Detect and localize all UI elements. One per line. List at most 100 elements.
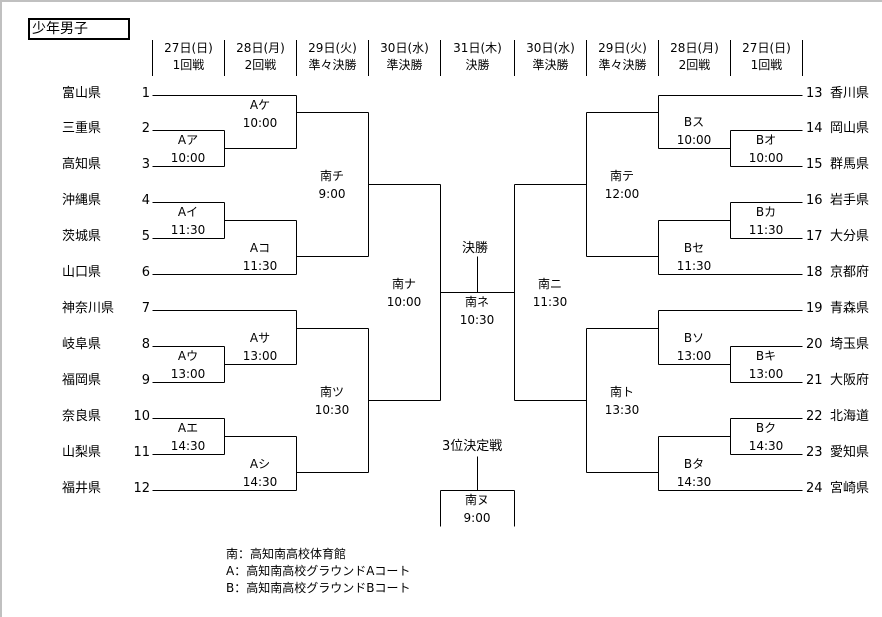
team-seed: 14 xyxy=(806,121,823,136)
match-id: Aウ xyxy=(177,349,199,363)
header-date: 28日(月) xyxy=(670,41,719,55)
header-round: 2回戦 xyxy=(244,58,277,72)
team-seed: 12 xyxy=(133,481,150,496)
team-seed: 21 xyxy=(806,373,823,388)
team-seed: 22 xyxy=(806,409,823,424)
team-name: 高知県 xyxy=(62,157,102,172)
header-separator xyxy=(368,40,369,76)
match-m-na: 南ナ 10:00 xyxy=(368,275,440,311)
team-seed: 11 xyxy=(133,445,150,460)
match-m-te: 南テ 12:00 xyxy=(586,167,658,203)
team-seed: 15 xyxy=(806,157,823,172)
team-seed: 18 xyxy=(806,265,823,280)
header-round: 1回戦 xyxy=(172,58,205,72)
match-time: 10:00 xyxy=(676,133,712,147)
match-time: 11:30 xyxy=(170,223,206,237)
team-seed: 19 xyxy=(806,301,823,316)
match-time: 13:00 xyxy=(242,349,278,363)
match-time: 11:30 xyxy=(532,295,568,309)
match-id: 南ト xyxy=(609,385,634,399)
header-date: 27日(日) xyxy=(164,41,213,55)
team-name: 京都府 xyxy=(830,265,870,280)
team-name: 山梨県 xyxy=(62,445,102,460)
team-name: 奈良県 xyxy=(62,409,102,424)
team-name: 大阪府 xyxy=(830,373,870,388)
match-m-ni: 南ニ 11:30 xyxy=(514,275,586,311)
team-name: 岡山県 xyxy=(830,121,870,136)
team-seed: 3 xyxy=(141,157,150,172)
legend-item-b-court: B：高知南高校グラウンドBコート xyxy=(226,581,411,595)
match-time: 10:30 xyxy=(459,313,495,327)
header-date: 31日(木) xyxy=(453,41,502,55)
team-seed: 16 xyxy=(806,193,823,208)
team-name: 埼玉県 xyxy=(830,337,870,352)
team-name: 青森県 xyxy=(830,301,870,316)
match-time: 14:30 xyxy=(676,475,712,489)
match-time: 11:30 xyxy=(676,259,712,273)
match-id: Aイ xyxy=(177,205,199,219)
team-name: 岩手県 xyxy=(830,193,870,208)
match-time: 13:00 xyxy=(676,349,712,363)
match-id: 南ナ xyxy=(391,277,416,291)
match-a-ke: Aケ 10:00 xyxy=(224,96,296,132)
match-time: 12:00 xyxy=(604,187,640,201)
match-id: Aシ xyxy=(249,457,271,471)
match-id: 南ニ xyxy=(537,277,562,291)
team-seed: 6 xyxy=(141,265,150,280)
match-id: 南テ xyxy=(609,169,634,183)
match-id: 南チ xyxy=(319,169,344,183)
match-id: Aコ xyxy=(249,241,271,255)
team-seed: 10 xyxy=(133,409,150,424)
header-column: 31日(木)決勝 xyxy=(441,40,514,76)
team-name: 北海道 xyxy=(830,409,870,424)
team-name: 富山県 xyxy=(62,86,102,101)
team-name: 沖縄県 xyxy=(62,193,102,208)
team-name: 大分県 xyxy=(830,229,870,244)
team-seed: 4 xyxy=(141,193,150,208)
match-time: 14:30 xyxy=(170,439,206,453)
final-label: 決勝 xyxy=(462,241,489,256)
team-name: 岐阜県 xyxy=(62,337,102,352)
header-round: 1回戦 xyxy=(750,58,783,72)
header-round: 2回戦 xyxy=(678,58,711,72)
team-name: 茨城県 xyxy=(62,229,102,244)
match-time: 13:30 xyxy=(604,403,640,417)
header-separator xyxy=(658,40,659,76)
match-id: 南ツ xyxy=(319,385,344,399)
team-name: 香川県 xyxy=(830,86,870,101)
match-time: 11:30 xyxy=(242,259,278,273)
header-column: 30日(水)準決勝 xyxy=(369,40,440,76)
team-seed: 17 xyxy=(806,229,823,244)
match-m-to: 南ト 13:30 xyxy=(586,383,658,419)
match-id: Aエ xyxy=(177,421,199,435)
header-separator xyxy=(730,40,731,76)
match-id: Aケ xyxy=(249,98,271,112)
team-name: 福岡県 xyxy=(62,373,102,388)
team-seed: 20 xyxy=(806,337,823,352)
header-column: 28日(月) 2回戦 xyxy=(659,40,730,76)
team-name: 群馬県 xyxy=(830,157,870,172)
team-name: 愛知県 xyxy=(830,445,870,460)
team-seed: 7 xyxy=(141,301,150,316)
match-a-e: Aエ 14:30 xyxy=(152,419,224,455)
header-round: 準決勝 xyxy=(532,58,569,72)
match-time: 10:30 xyxy=(314,403,350,417)
team-seed: 2 xyxy=(141,121,150,136)
match-time: 10:00 xyxy=(242,116,278,130)
header-round: 準決勝 xyxy=(386,58,423,72)
header-column: 29日(火)準々決勝 xyxy=(297,40,368,76)
match-time: 10:00 xyxy=(386,295,422,309)
header-separator xyxy=(802,40,803,76)
header-column: 29日(火)準々決勝 xyxy=(587,40,658,76)
match-time: 10:00 xyxy=(748,151,784,165)
team-name: 三重県 xyxy=(62,121,102,136)
